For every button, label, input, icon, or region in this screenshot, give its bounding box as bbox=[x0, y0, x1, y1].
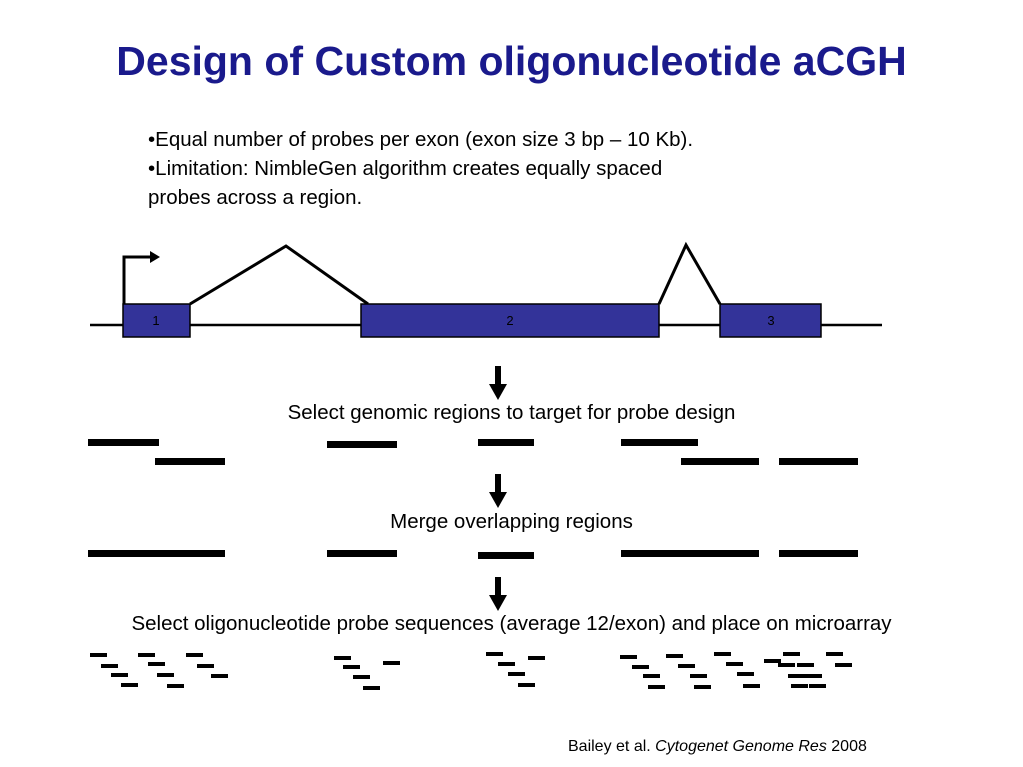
oligo-probes bbox=[90, 652, 852, 690]
probe bbox=[90, 653, 107, 657]
target-region bbox=[621, 439, 698, 446]
merged-region bbox=[779, 550, 858, 557]
exon-3-box bbox=[719, 303, 822, 338]
probe bbox=[211, 674, 228, 678]
exon-2-label: 2 bbox=[506, 313, 513, 328]
citation-authors: Bailey et al. bbox=[568, 738, 651, 755]
probe bbox=[690, 674, 707, 678]
probe bbox=[648, 685, 665, 689]
intron-1-2 bbox=[189, 244, 369, 306]
probe bbox=[148, 662, 165, 666]
probe bbox=[737, 672, 754, 676]
probe bbox=[186, 653, 203, 657]
down-arrow-1-icon bbox=[489, 366, 507, 400]
step-merge-regions: Merge overlapping regions bbox=[390, 510, 633, 533]
probe bbox=[694, 685, 711, 689]
transcription-start-arrow-icon bbox=[122, 255, 150, 304]
target-region bbox=[478, 439, 534, 446]
probe bbox=[111, 673, 128, 677]
probe bbox=[826, 652, 843, 656]
probe bbox=[678, 664, 695, 668]
slide-title: Design of Custom oligonucleotide aCGH bbox=[116, 38, 907, 84]
merged-region bbox=[478, 552, 534, 559]
merged-region bbox=[327, 550, 397, 557]
probe bbox=[528, 656, 545, 660]
probe bbox=[334, 656, 351, 660]
down-arrow-3-icon bbox=[489, 577, 507, 611]
exon-1-label: 1 bbox=[152, 313, 159, 328]
probe bbox=[353, 675, 370, 679]
arrowhead-icon bbox=[150, 251, 160, 263]
probe bbox=[783, 652, 800, 656]
probe bbox=[167, 684, 184, 688]
bullet-list: •Equal number of probes per exon (exon s… bbox=[148, 125, 868, 212]
merged-regions bbox=[88, 550, 858, 559]
probe bbox=[797, 663, 814, 667]
step-select-regions: Select genomic regions to target for pro… bbox=[287, 401, 736, 424]
merged-region bbox=[621, 550, 759, 557]
probe bbox=[101, 664, 118, 668]
step-select-probes: Select oligonucleotide probe sequences (… bbox=[131, 612, 892, 635]
probe bbox=[121, 683, 138, 687]
probe bbox=[666, 654, 683, 658]
target-regions bbox=[88, 439, 858, 465]
citation-year: 2008 bbox=[831, 738, 867, 755]
probe bbox=[157, 673, 174, 677]
gene-structure: 1 2 3 bbox=[90, 241, 882, 338]
probe bbox=[714, 652, 731, 656]
intron-2-3 bbox=[657, 241, 722, 305]
bullet-limitation: •Limitation: NimbleGen algorithm creates… bbox=[148, 157, 663, 180]
probe bbox=[343, 665, 360, 669]
probe bbox=[805, 674, 822, 678]
probe bbox=[383, 661, 400, 665]
exon-1-box bbox=[122, 303, 191, 338]
probe bbox=[518, 683, 535, 687]
bullet-equal-probes: •Equal number of probes per exon (exon s… bbox=[148, 128, 694, 151]
target-region bbox=[88, 439, 159, 446]
target-region bbox=[327, 441, 397, 448]
probe bbox=[138, 653, 155, 657]
probe bbox=[743, 684, 760, 688]
probe bbox=[486, 652, 503, 656]
probe bbox=[363, 686, 380, 690]
exon-3-label: 3 bbox=[767, 313, 774, 328]
probe bbox=[764, 659, 781, 663]
citation-journal: Cytogenet Genome Res bbox=[655, 738, 827, 755]
exon-2-box bbox=[360, 303, 660, 338]
citation: Bailey et al. Cytogenet Genome Res 2008 bbox=[568, 738, 867, 756]
down-arrow-2-icon bbox=[489, 474, 507, 508]
target-region bbox=[779, 458, 858, 465]
probe bbox=[197, 664, 214, 668]
probe bbox=[643, 674, 660, 678]
probe bbox=[632, 665, 649, 669]
merged-region bbox=[88, 550, 225, 557]
probe bbox=[508, 672, 525, 676]
probe bbox=[809, 684, 826, 688]
target-region bbox=[681, 458, 759, 465]
probe bbox=[835, 663, 852, 667]
probe bbox=[791, 684, 808, 688]
probe bbox=[778, 663, 795, 667]
target-region bbox=[155, 458, 225, 465]
bullet-limitation-continued: probes across a region. bbox=[148, 186, 363, 209]
probe bbox=[620, 655, 637, 659]
probe bbox=[498, 662, 515, 666]
probe bbox=[726, 662, 743, 666]
probe bbox=[788, 674, 805, 678]
